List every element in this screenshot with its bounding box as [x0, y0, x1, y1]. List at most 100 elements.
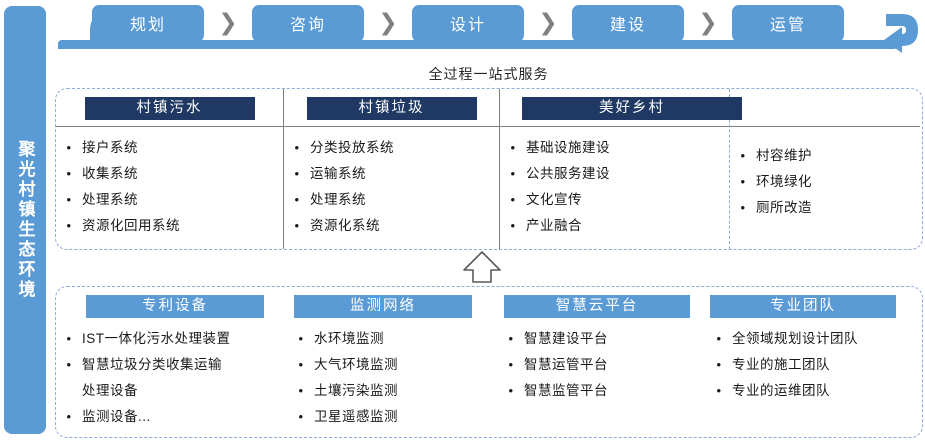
capability-column-equipment: 专利设备 •IST一体化污水处理装置 •智慧垃圾分类收集运输 •处理设备 •监测… — [56, 287, 288, 437]
list-item: • 智慧运管平台 — [498, 352, 706, 378]
service-column-sewage-title: 村镇污水 — [84, 97, 255, 120]
list-item: •环境绿化 — [730, 169, 920, 195]
list-item-label: 环境绿化 — [756, 174, 812, 189]
list-item: •卫星遥感监测 — [288, 404, 498, 430]
list-item-label: 接户系统 — [82, 140, 138, 155]
bullet-icon: • — [716, 357, 722, 372]
list-item: •智慧建设平台 — [498, 326, 706, 352]
service-column-village: 美好乡村 • 基础设施建设 • 公共服务建设 •文化宣传 • 产业融合 — [500, 89, 742, 249]
up-arrow-icon — [462, 250, 502, 284]
process-steps: 规划 ❯ 咨询 ❯ 设计 ❯ 建设 ❯ 运管 — [92, 3, 912, 43]
list-item: •文化宣传 — [500, 187, 729, 213]
onestop-service-label: 全过程一站式服务 — [428, 66, 549, 82]
bullet-icon: • — [294, 140, 300, 155]
list-item-label: 土壤污染监测 — [314, 383, 398, 398]
bullet-icon: • — [66, 192, 72, 207]
list-item: • 分类投放系统 — [284, 135, 499, 161]
list-item-label: 专业的施工团队 — [732, 357, 830, 372]
service-column-sewage-list: • 接户系统 • 收集系统 • 处理系统 • 资源化回用系统 — [56, 127, 283, 239]
list-item: •专业的运维团队 — [706, 378, 920, 404]
service-column-village-title: 美好乡村 — [522, 97, 742, 120]
list-item: • 智慧监管平台 — [498, 378, 706, 404]
capability-column-monitoring-title: 监测网络 — [294, 295, 472, 318]
list-item-label: 卫星遥感监测 — [314, 409, 398, 424]
list-item: •大气环境监测 — [288, 352, 498, 378]
service-column-garbage: 村镇垃圾 • 分类投放系统 • 运输系统 • 处理系统 • 资源化系统 — [284, 89, 500, 249]
service-column-village-extra: •村容维护 •环境绿化 •厕所改造 — [730, 89, 920, 249]
capability-column-team-title: 专业团队 — [710, 295, 896, 318]
bullet-icon: • — [66, 140, 72, 155]
bullet-icon: • — [510, 140, 516, 155]
list-item-label: 公共服务建设 — [526, 166, 610, 181]
capability-column-cloud-title: 智慧云平台 — [504, 295, 690, 318]
list-item: • 专业的施工团队 — [706, 352, 920, 378]
list-item: • 监测设备... — [56, 404, 288, 430]
divider-line — [284, 126, 499, 127]
list-item-label: 基础设施建设 — [526, 140, 610, 155]
bullet-icon: • — [294, 166, 300, 181]
service-column-sewage: 村镇污水 • 接户系统 • 收集系统 • 处理系统 • 资源化回用系统 — [56, 89, 284, 249]
list-item: •水环境监测 — [288, 326, 498, 352]
divider-line — [56, 126, 283, 127]
list-item-label: 处理系统 — [82, 192, 138, 207]
bullet-icon: • — [740, 148, 746, 163]
capability-column-team: 专业团队 • 全领域规划设计团队 • 专业的施工团队 •专业的运维团队 — [706, 287, 920, 437]
list-item: •村容维护 — [730, 143, 920, 169]
bullet-icon: • — [508, 357, 514, 372]
bullet-icon: • — [508, 331, 514, 346]
list-item-label: 运输系统 — [310, 166, 366, 181]
bullet-icon: • — [66, 409, 72, 424]
flow-step-1[interactable]: 咨询 — [252, 4, 364, 42]
bullet-icon: • — [298, 331, 304, 346]
bullet-icon: • — [510, 166, 516, 181]
divider-line — [500, 126, 729, 127]
list-item-label: 处理系统 — [310, 192, 366, 207]
bullet-icon: • — [66, 331, 72, 346]
list-item-label: 资源化系统 — [310, 218, 380, 233]
list-item: • 接户系统 — [56, 135, 283, 161]
list-item: •厕所改造 — [730, 195, 920, 221]
capability-column-monitoring: 监测网络 •水环境监测 •大气环境监测 •土壤污染监测 •卫星遥感监测 — [288, 287, 498, 437]
chevron-right-icon-2: ❯ — [538, 9, 558, 36]
list-item-label: 监测设备... — [82, 409, 151, 424]
list-item-label: 分类投放系统 — [310, 140, 394, 155]
chevron-right-icon-3: ❯ — [698, 9, 718, 36]
flow-step-3[interactable]: 建设 — [572, 4, 684, 42]
list-item-label: IST一体化污水处理装置 — [82, 331, 231, 346]
list-item: •智慧垃圾分类收集运输 — [56, 352, 288, 378]
service-domains-panel: 村镇污水 • 接户系统 • 收集系统 • 处理系统 • 资源化回用系统 村镇垃圾 • 分类… — [55, 88, 923, 250]
flow-step-4[interactable]: 运管 — [732, 4, 844, 42]
list-item: • 处理系统 — [56, 187, 283, 213]
list-item-label: 智慧运管平台 — [524, 357, 608, 372]
list-item-label: 收集系统 — [82, 166, 138, 181]
bullet-icon: • — [294, 218, 300, 233]
list-item-label: 智慧监管平台 — [524, 383, 608, 398]
service-column-village-extra-title — [730, 97, 920, 120]
service-column-garbage-list: • 分类投放系统 • 运输系统 • 处理系统 • 资源化系统 — [284, 127, 499, 239]
bullet-icon: • — [298, 383, 304, 398]
list-item: • 基础设施建设 — [500, 135, 729, 161]
service-column-garbage-title: 村镇垃圾 — [306, 97, 477, 120]
process-flow: 规划 ❯ 咨询 ❯ 设计 ❯ 建设 ❯ 运管 — [52, 0, 925, 62]
list-item-label: 资源化回用系统 — [82, 218, 180, 233]
list-item-label: 全领域规划设计团队 — [732, 331, 858, 346]
bullet-icon: • — [508, 383, 514, 398]
flow-step-0[interactable]: 规划 — [92, 4, 204, 42]
list-item: • 全领域规划设计团队 — [706, 326, 920, 352]
capability-column-equipment-list: •IST一体化污水处理装置 •智慧垃圾分类收集运输 •处理设备 •监测设备... — [56, 318, 288, 430]
bullet-icon: • — [66, 218, 72, 233]
list-item: • 土壤污染监测 — [288, 378, 498, 404]
bullet-icon: • — [294, 192, 300, 207]
bullet-icon: • — [740, 200, 746, 215]
sidebar-label: 聚光村镇生态环境 — [15, 140, 35, 300]
list-item: • IST一体化污水处理装置 — [56, 326, 288, 352]
flow-step-2[interactable]: 设计 — [412, 4, 524, 42]
bullet-icon: • — [66, 357, 72, 372]
bullet-icon: • — [510, 192, 516, 207]
capability-column-equipment-title: 专利设备 — [86, 295, 264, 318]
service-column-village-extra-list: •村容维护 •环境绿化 •厕所改造 — [730, 127, 920, 221]
bullet-icon: • — [716, 383, 722, 398]
list-item-label: 产业融合 — [526, 218, 582, 233]
divider-line — [730, 126, 920, 127]
bullet-icon: • — [716, 331, 722, 346]
